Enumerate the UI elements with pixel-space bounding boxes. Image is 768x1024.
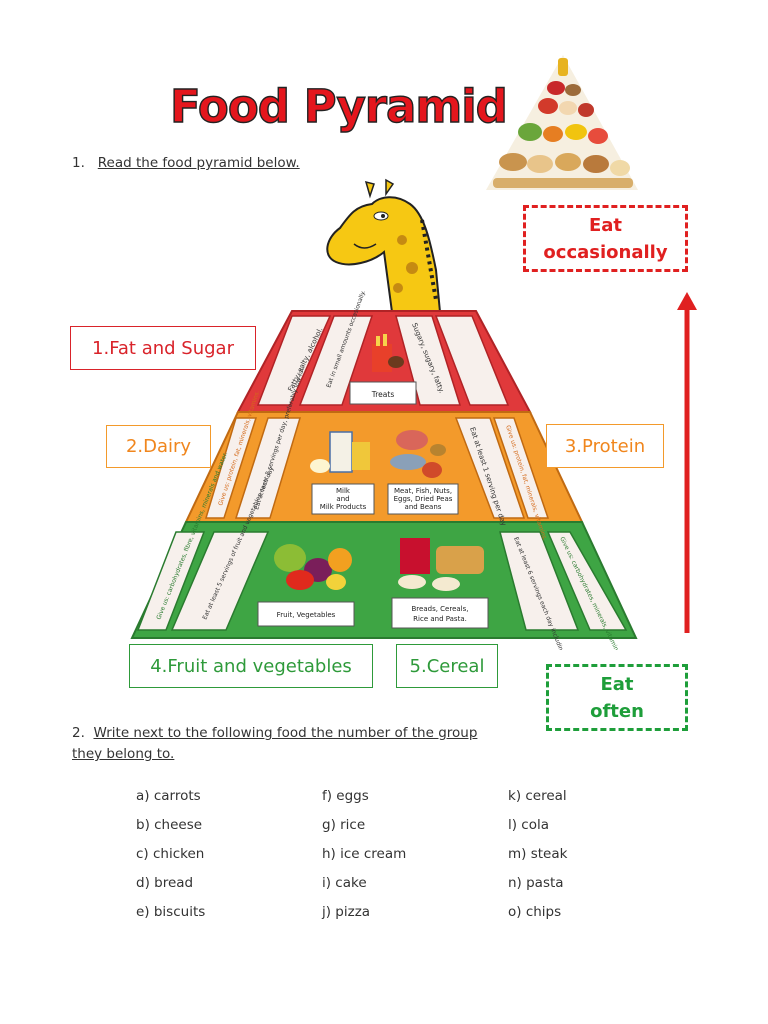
question-2-number: 2.	[72, 725, 85, 741]
label-fat-sugar: 1.Fat and Sugar	[70, 326, 256, 370]
label-cereal: 5.Cereal	[396, 644, 498, 688]
giraffe-icon	[326, 178, 442, 313]
food-item: a) carrots	[136, 788, 201, 804]
question-1: 1. Read the food pyramid below.	[72, 155, 300, 171]
food-pyramid-diagram: Treats Milk and Milk Products Meat, Fish…	[130, 178, 697, 650]
caption-breads-2: Rice and Pasta.	[413, 615, 467, 623]
caption-milk-2: and	[336, 495, 349, 503]
food-item: f) eggs	[322, 788, 369, 804]
eat-occasionally-line1: Eat	[588, 214, 623, 236]
caption-treats: Treats	[371, 390, 395, 399]
eat-often-box: Eat often	[546, 664, 688, 731]
arrow-up-icon	[677, 292, 697, 633]
caption-meat-3: and Beans	[405, 503, 442, 511]
food-item: c) chicken	[136, 846, 205, 862]
food-item: o) chips	[508, 904, 562, 920]
question-2-line1: Write next to the following food the num…	[93, 725, 478, 741]
food-item: h) ice cream	[322, 846, 407, 862]
label-dairy: 2.Dairy	[106, 425, 211, 468]
food-item: i) cake	[322, 875, 367, 891]
question-2-line2: they belong to.	[72, 746, 175, 762]
food-item: j) pizza	[322, 904, 371, 920]
food-item: m) steak	[508, 846, 568, 862]
food-item: g) rice	[322, 817, 366, 833]
label-protein: 3.Protein	[546, 424, 664, 468]
caption-fruit: Fruit, Vegetables	[277, 611, 336, 619]
food-item: n) pasta	[508, 875, 564, 891]
caption-meat-2: Eggs, Dried Peas	[394, 495, 453, 503]
caption-milk-1: Milk	[336, 487, 351, 495]
page-title: Food Pyramid	[169, 79, 508, 133]
label-fruit-vegetables: 4.Fruit and vegetables	[129, 644, 373, 688]
question-2-cont: they belong to.	[72, 746, 174, 762]
eat-often-line1: Eat	[600, 673, 634, 695]
food-item: d) bread	[136, 875, 194, 891]
question-1-number: 1.	[72, 155, 85, 171]
food-item: e) biscuits	[136, 904, 206, 920]
caption-meat-1: Meat, Fish, Nuts,	[394, 487, 452, 495]
question-2: 2. Write next to the following food the …	[72, 725, 477, 741]
food-pyramid-icon	[486, 55, 638, 190]
caption-breads-1: Breads, Cereals,	[412, 605, 469, 613]
eat-occasionally-line2: occasionally	[543, 241, 668, 263]
eat-occasionally-box: Eat occasionally	[523, 205, 688, 272]
question-1-text: Read the food pyramid below.	[97, 155, 300, 171]
food-item: l) cola	[508, 817, 550, 833]
food-item: b) cheese	[136, 817, 203, 833]
caption-milk-3: Milk Products	[320, 503, 367, 511]
food-item: k) cereal	[508, 788, 567, 804]
eat-often-line2: often	[590, 700, 644, 722]
